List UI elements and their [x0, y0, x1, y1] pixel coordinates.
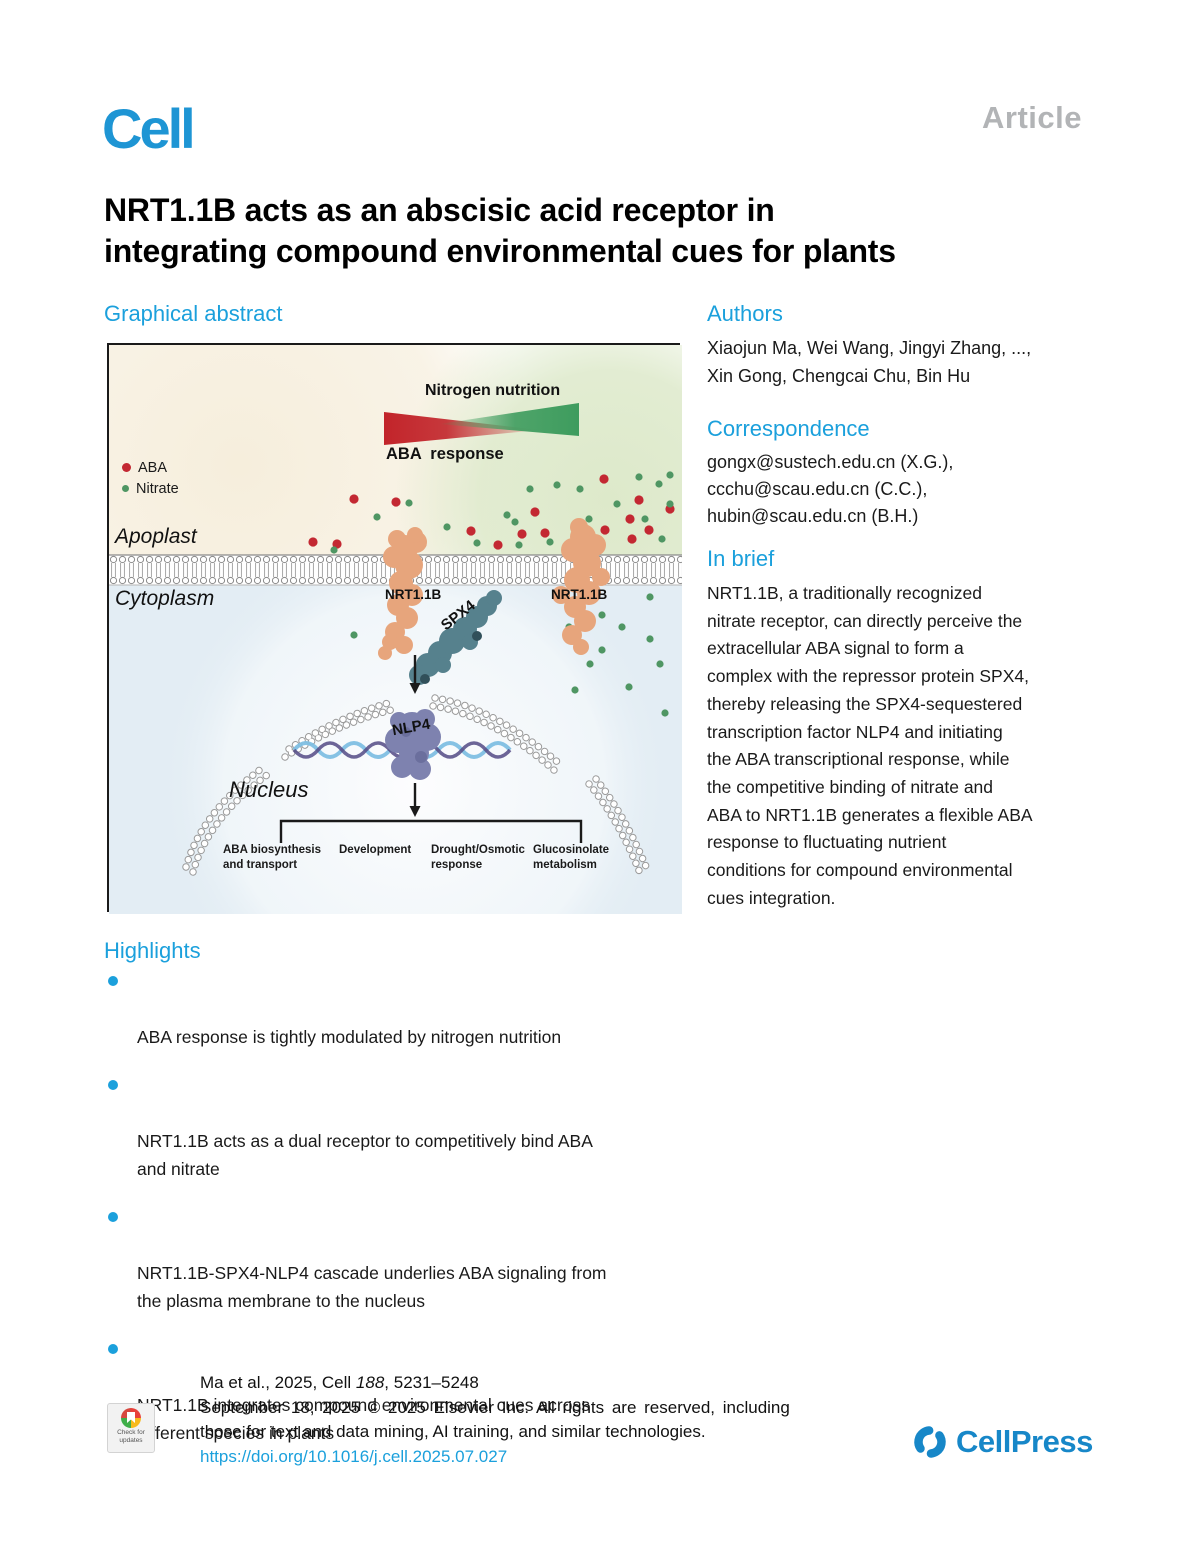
- nrt11b-label-right: NRT1.1B: [551, 587, 608, 602]
- highlight-text: NRT1.1B acts as a dual receptor to compe…: [137, 1131, 593, 1179]
- nrt11b-protein-right: [552, 518, 610, 655]
- nitrate-dots: [330, 471, 674, 717]
- badge-text-line2: updates: [119, 1437, 143, 1444]
- highlights-list: ABA response is tightly modulated by nit…: [106, 967, 716, 1467]
- graphical-abstract-figure: Nitrogen nutrition ABA response ABA Nitr…: [107, 343, 682, 914]
- authors-heading: Authors: [707, 301, 783, 326]
- highlight-item: NRT1.1B integrates compound environmenta…: [106, 1335, 716, 1447]
- citation-line: Ma et al., 2025, Cell 188, 5231–5248: [200, 1373, 479, 1392]
- highlight-text: NRT1.1B-SPX4-NLP4 cascade underlies ABA …: [137, 1263, 607, 1311]
- outcome-glucosinolate: Glucosinolate metabolism: [533, 844, 610, 871]
- nrt11b-label-left: NRT1.1B: [385, 587, 442, 602]
- correspondence-heading: Correspondence: [707, 416, 870, 441]
- bullet-icon: [108, 1212, 118, 1222]
- bullet-icon: [108, 976, 118, 986]
- copyright-line: September 18, 2025 © 2025 Elsevier Inc. …: [200, 1397, 790, 1417]
- cellpress-wordmark: CellPress: [956, 1424, 1093, 1459]
- nrt11b-protein-left: [378, 527, 427, 660]
- citation-block: Ma et al., 2025, Cell 188, 5231–5248 Sep…: [200, 1371, 790, 1469]
- bullet-icon: [108, 1080, 118, 1090]
- aba-response-label: ABA response: [386, 445, 504, 463]
- rights-line: those for text and data mining, AI train…: [200, 1422, 706, 1441]
- doi-link[interactable]: https://doi.org/10.1016/j.cell.2025.07.0…: [200, 1446, 508, 1466]
- correspondence-emails[interactable]: gongx@sustech.edu.cn (X.G.), ccchu@scau.…: [707, 452, 954, 526]
- authors-names: Xiaojun Ma, Wei Wang, Jingyi Zhang, ...,…: [707, 338, 1032, 386]
- outcome-aba-biosynthesis: ABA biosynthesis and transport: [223, 844, 321, 871]
- outcomes-bracket: [279, 819, 583, 843]
- nlp4-protein: [385, 709, 441, 780]
- nitrogen-nutrition-label: Nitrogen nutrition: [425, 382, 561, 399]
- bullet-icon: [108, 1344, 118, 1354]
- in-brief-text: NRT1.1B, a traditionally recognized nitr…: [707, 583, 1033, 908]
- citation-volume: 188: [355, 1373, 385, 1392]
- highlight-text: NRT1.1B integrates compound environmenta…: [137, 1395, 590, 1443]
- nuclear-envelope: [182, 694, 651, 877]
- nucleus-label: Nucleus: [229, 777, 309, 802]
- apoplast-label: Apoplast: [115, 525, 197, 548]
- nitrogen-gradient-wedge: [384, 403, 579, 445]
- highlight-item: NRT1.1B-SPX4-NLP4 cascade underlies ABA …: [106, 1203, 716, 1315]
- cell-journal-logo: Cell: [102, 97, 196, 160]
- cellpress-logo[interactable]: CellPress: [910, 1422, 1093, 1462]
- highlights-heading: Highlights: [104, 938, 201, 963]
- signal-arrow-1: [409, 655, 421, 694]
- legend-nitrate-label: Nitrate: [136, 480, 179, 497]
- outcome-development: Development: [339, 844, 412, 856]
- nitrate-dot-icon: [122, 485, 129, 492]
- aba-dot-icon: [122, 463, 131, 472]
- badge-text-line1: Check for: [117, 1429, 145, 1436]
- check-for-updates-badge[interactable]: Check for updates: [107, 1403, 155, 1453]
- signal-arrow-2: [409, 783, 421, 817]
- figure-legend: ABA Nitrate: [122, 457, 179, 499]
- check-for-updates-icon: [121, 1408, 141, 1428]
- highlight-text: ABA response is tightly modulated by nit…: [137, 1027, 562, 1047]
- cytoplasm-label: Cytoplasm: [115, 587, 215, 610]
- legend-aba-label: ABA: [138, 459, 168, 476]
- bookmark-icon: [127, 1412, 135, 1423]
- figure-artwork: [109, 345, 682, 914]
- article-type-label: Article: [982, 100, 1082, 135]
- highlight-item: NRT1.1B acts as a dual receptor to compe…: [106, 1071, 716, 1183]
- highlight-item: ABA response is tightly modulated by nit…: [106, 967, 716, 1051]
- cellpress-swirl-icon: [914, 1426, 946, 1458]
- legend-row-nitrate: Nitrate: [122, 478, 179, 499]
- page-title: NRT1.1B acts as an abscisic acid recepto…: [104, 192, 896, 269]
- graphical-abstract-heading: Graphical abstract: [104, 301, 283, 326]
- in-brief-heading: In brief: [707, 546, 775, 571]
- legend-row-aba: ABA: [122, 457, 179, 478]
- outcome-drought-osmotic: Drought/Osmotic response: [431, 844, 525, 871]
